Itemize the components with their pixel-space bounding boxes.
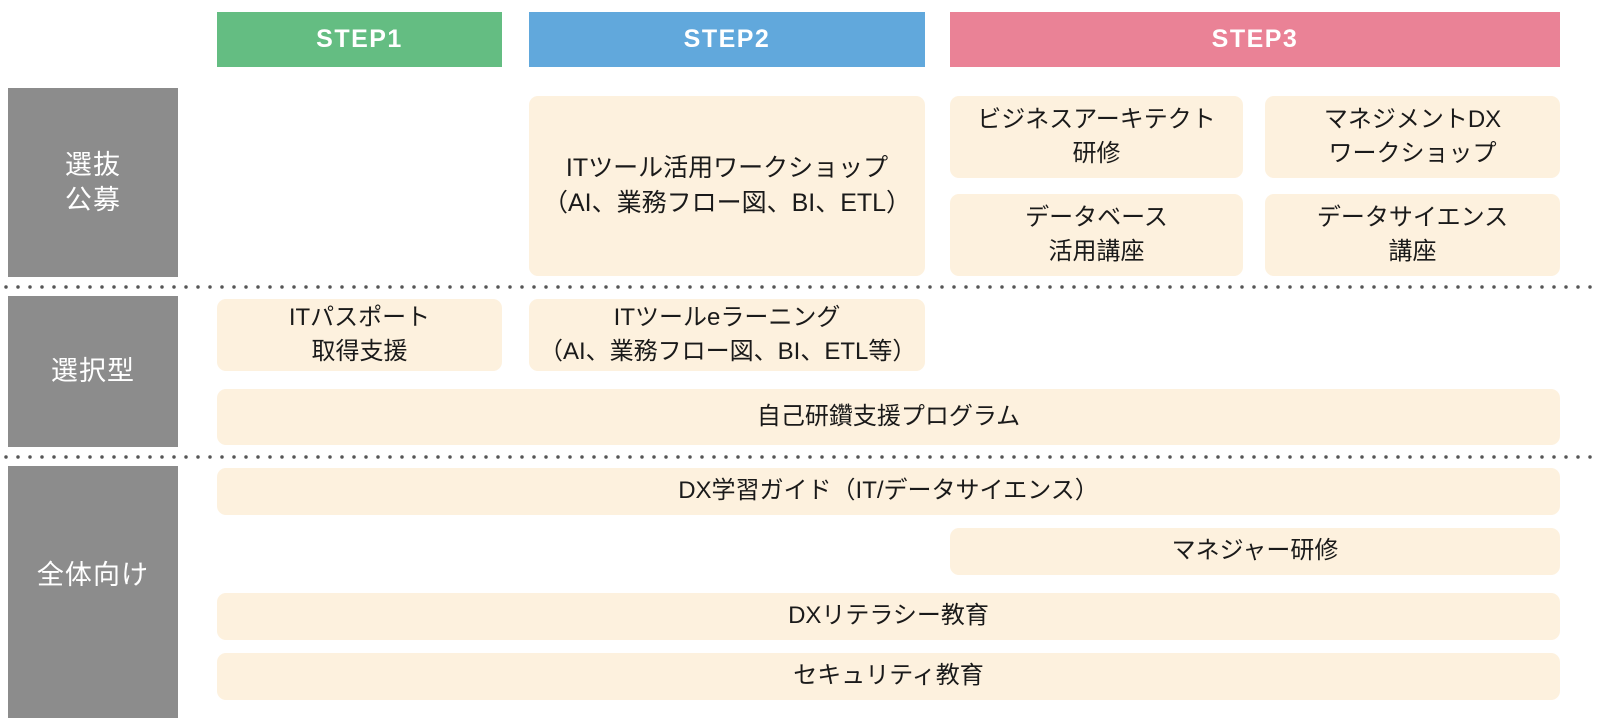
category-sensatsu-line1: 選抜: [64, 149, 122, 180]
category-label-zentaimuke: 全体向け: [8, 466, 178, 718]
card-self-study-text: 自己研鑽支援プログラム: [756, 402, 1021, 430]
row-divider-2: [0, 455, 1600, 459]
category-sentaku-text: 選択型: [50, 356, 136, 387]
card-data-science-kouza: データサイエンス 講座: [1265, 194, 1560, 276]
step-header-step3: STEP3: [950, 12, 1560, 67]
card-management-dx-workshop: マネジメントDX ワークショップ: [1265, 96, 1560, 178]
card-dx-guide-text: DX学習ガイド（IT/データサイエンス）: [678, 477, 1099, 505]
card-management-dx-line1: マネジメントDX: [1323, 105, 1502, 133]
row-divider-1: [0, 285, 1600, 289]
card-manager-kenshu-text: マネジャー研修: [1171, 537, 1339, 565]
card-data-science-line1: データサイエンス: [1316, 203, 1509, 231]
card-business-architect-line1: ビジネスアーキテクト: [977, 105, 1216, 133]
card-it-passport-line2: 取得支援: [311, 338, 408, 365]
card-security-kyouiku: セキュリティ教育: [217, 653, 1560, 700]
card-database-line2: 活用講座: [1048, 238, 1145, 265]
category-sensatsu-line2: 公募: [64, 184, 122, 215]
step-header-step1: STEP1: [217, 12, 502, 67]
step-header-step2: STEP2: [529, 12, 925, 67]
step3-label: STEP3: [1211, 25, 1299, 53]
category-label-sentakugata: 選択型: [8, 296, 178, 447]
step2-label: STEP2: [683, 25, 771, 53]
card-jiko-kensan-shien-program: 自己研鑽支援プログラム: [217, 389, 1560, 445]
card-management-dx-line2: ワークショップ: [1328, 140, 1497, 167]
card-it-elearning-line2: （AI、業務フロー図、BI、ETL等）: [539, 338, 917, 365]
card-dx-gakushu-guide: DX学習ガイド（IT/データサイエンス）: [217, 468, 1560, 515]
card-it-passport-line1: ITパスポート: [288, 303, 431, 331]
card-it-tool-workshop-line2: （AI、業務フロー図、BI、ETL）: [542, 189, 912, 217]
card-it-elearning-text: ITツールeラーニング （AI、業務フロー図、BI、ETL等）: [539, 301, 917, 369]
card-it-tool-workshop: ITツール活用ワークショップ （AI、業務フロー図、BI、ETL）: [529, 96, 925, 276]
card-it-elearning-line1: ITツールeラーニング: [613, 303, 841, 331]
card-it-tool-elearning: ITツールeラーニング （AI、業務フロー図、BI、ETL等）: [529, 299, 925, 371]
card-it-passport-text: ITパスポート 取得支援: [289, 301, 430, 369]
card-manager-kenshu: マネジャー研修: [950, 528, 1560, 575]
card-business-architect-text: ビジネスアーキテクト 研修: [977, 103, 1216, 171]
card-it-passport-shutoku-shien: ITパスポート 取得支援: [217, 299, 502, 371]
card-security-text: セキュリティ教育: [793, 662, 984, 690]
card-management-dx-text: マネジメントDX ワークショップ: [1324, 103, 1501, 171]
card-it-tool-workshop-line1: ITツール活用ワークショップ: [565, 153, 889, 182]
card-data-science-line2: 講座: [1388, 238, 1437, 265]
card-database-line1: データベース: [1025, 203, 1168, 231]
card-business-architect-line2: 研修: [1072, 140, 1121, 167]
card-database-katsuyo-kouza: データベース 活用講座: [950, 194, 1243, 276]
card-dx-literacy-text: DXリテラシー教育: [788, 602, 989, 630]
card-database-text: データベース 活用講座: [1025, 201, 1168, 269]
card-it-tool-workshop-text: ITツール活用ワークショップ （AI、業務フロー図、BI、ETL）: [543, 151, 911, 222]
card-business-architect-kenshu: ビジネスアーキテクト 研修: [950, 96, 1243, 178]
category-label-sensatsu-kobo: 選抜 公募: [8, 88, 178, 277]
category-zentai-text: 全体向け: [36, 560, 150, 590]
step1-label: STEP1: [316, 25, 403, 53]
card-dx-literacy-kyouiku: DXリテラシー教育: [217, 593, 1560, 640]
category-sensatsu-text: 選抜 公募: [65, 148, 121, 217]
card-data-science-text: データサイエンス 講座: [1317, 201, 1508, 269]
